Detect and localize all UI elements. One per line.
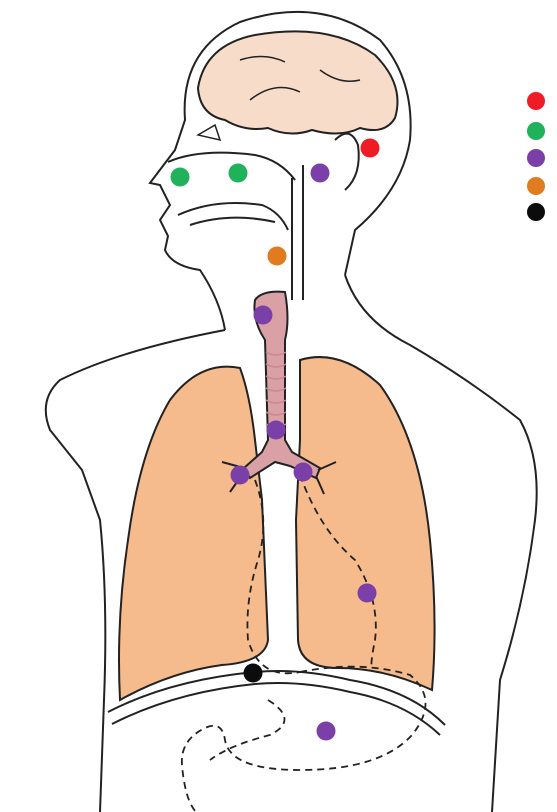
right-lung [296,357,435,690]
eye [198,125,220,140]
larynx-marker-purple [254,306,273,325]
trachea-marker-purple [267,421,286,440]
legend [527,92,545,221]
legend-dot-red [527,92,545,110]
legend-dot-black [527,203,545,221]
throat-marker-orange [268,247,287,266]
diaphragm-marker-black [244,664,263,683]
nasal-marker-green-back [229,164,248,183]
legend-dot-orange [527,177,545,195]
left-bronchus-marker-purple [231,466,250,485]
ear-marker-red [361,139,380,158]
pharynx [292,165,303,300]
legend-dot-purple [527,149,545,167]
torso-outline [46,275,537,812]
legend-dot-green [527,122,545,140]
lung-marker-purple [358,584,377,603]
ear [335,134,359,190]
nasopharynx-marker-purple [311,164,330,183]
right-bronchus-marker-purple [294,463,313,482]
brain [198,31,398,133]
oral-cavity [178,203,288,230]
abdomen-marker-purple [317,722,336,741]
left-lung [119,367,268,700]
nasal-marker-green-front [171,168,190,187]
